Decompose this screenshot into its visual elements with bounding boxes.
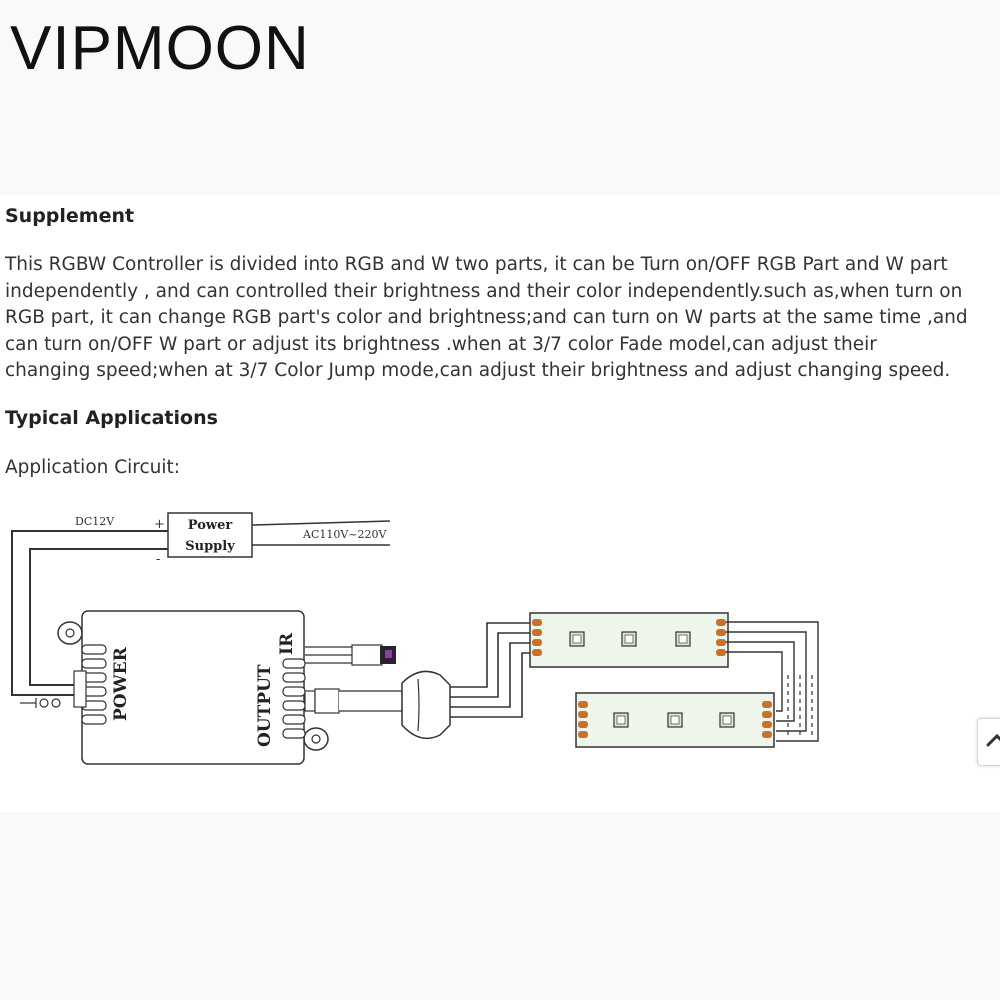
power-supply-label-top: Power	[188, 518, 233, 533]
brand-logo: VIPMOON	[10, 14, 310, 83]
strip-link-dashes	[787, 675, 813, 735]
dc-jack-symbol	[20, 698, 61, 708]
power-supply-box	[167, 512, 253, 558]
supplement-paragraph: This RGBW Controller is divided into RGB…	[5, 252, 1000, 385]
led-strip-2-led-cores	[616, 715, 732, 725]
controller-box	[57, 610, 329, 765]
chevron-up-icon	[986, 733, 1000, 747]
ir-receiver	[305, 644, 396, 666]
supplement-line: independently , and can controlled their…	[5, 280, 963, 302]
supplement-line: changing speed;when at 3/7 Color Jump mo…	[5, 360, 951, 382]
description-panel: Supplement This RGBW Controller is divid…	[0, 195, 1000, 812]
led-strip-1-pads	[532, 619, 726, 656]
power-supply-label-bottom: Supply	[185, 539, 235, 554]
led-strip-diagram	[450, 612, 819, 748]
ac-voltage-label: AC110V~220V	[302, 528, 388, 541]
minus-terminal-label: -	[156, 552, 160, 567]
plus-terminal-label: +	[154, 517, 165, 532]
dc-voltage-label: DC12V	[75, 515, 115, 528]
applications-heading: Typical Applications	[5, 407, 218, 429]
supplement-heading: Supplement	[5, 205, 135, 227]
dc-wires	[11, 530, 168, 696]
supplement-line: RGB part, it can change RGB part's color…	[5, 307, 968, 329]
output-plug	[304, 670, 451, 740]
led-strip-1-led-cores	[572, 634, 688, 644]
strip1-input-wires	[450, 622, 532, 718]
supplement-line: This RGBW Controller is divided into RGB…	[5, 254, 948, 275]
ir-port-label: IR	[277, 632, 297, 655]
led-strip-2-pads	[578, 701, 772, 738]
scroll-to-top-button[interactable]	[977, 718, 1000, 766]
ac-wires	[251, 520, 391, 546]
application-circuit-diagram: DC12V + - Power Supply AC110V~220V	[11, 512, 451, 765]
output-port-label: OUTPUT	[255, 664, 275, 747]
power-port-label: POWER	[111, 646, 131, 721]
strip-link-wires	[726, 621, 819, 742]
supplement-line: can turn on/OFF W part or adjust its bri…	[5, 333, 877, 355]
circuit-label: Application Circuit:	[5, 457, 181, 478]
